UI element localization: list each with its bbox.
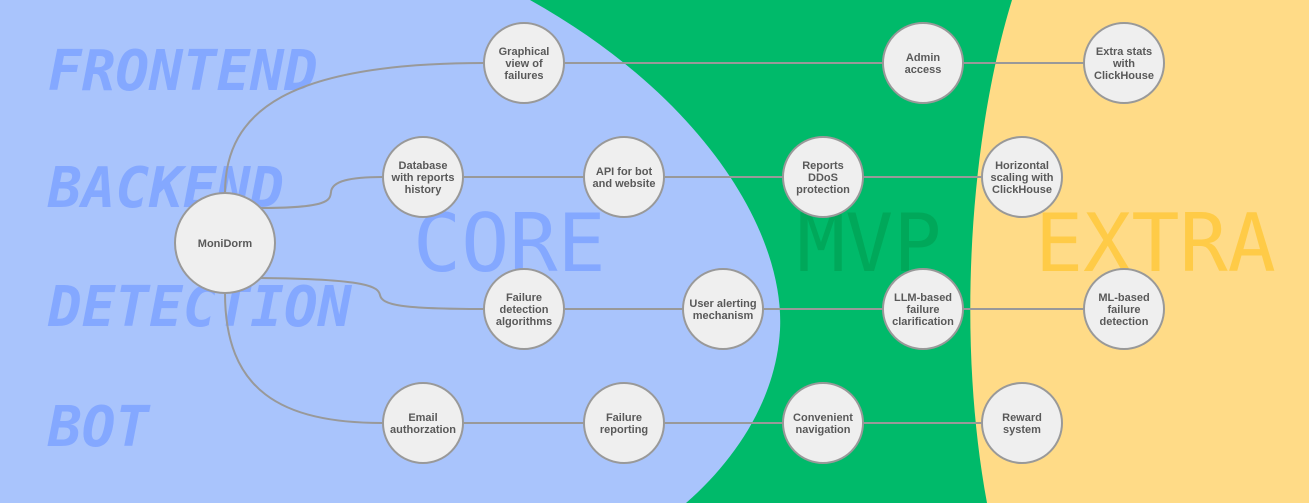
node-shape [583,136,665,218]
node-shape [382,136,464,218]
node-shape [882,22,964,104]
node-label-line: algorithms [496,316,552,328]
node-shape [782,382,864,464]
edge-root-backend [259,176,384,209]
node-label-line: User alerting [689,298,756,310]
node-label-line: ML-based [1098,292,1149,304]
node-label-line: Database [399,160,448,172]
node-label-line: and website [593,178,656,190]
node-label-line: access [905,64,942,76]
node-label-line: Horizontal [995,160,1049,172]
node-shape [882,268,964,350]
node-shape [1083,268,1165,350]
node-label-line: Failure [606,412,642,424]
core-region [0,0,781,503]
node-shape [483,22,565,104]
node-label-line: ClickHouse [992,184,1052,196]
edge-root-frontend [224,62,485,194]
node-label-line: detection [1100,316,1149,328]
node-label-line: system [1003,424,1041,436]
node-label-line: detection [500,304,549,316]
node-label-line: Extra stats [1096,46,1152,58]
lane-label-bot: BOT [47,395,151,460]
node-label-line: Reward [1002,412,1042,424]
node-label-line: Failure [506,292,542,304]
node-label-line: clarification [892,316,954,328]
node-label-line: scaling with [991,172,1054,184]
node-label-line: with reports [391,172,455,184]
edge-root-detection [259,277,485,310]
node-label-line: mechanism [693,310,754,322]
edge-root-bot [224,292,384,424]
node-label-line: failures [504,70,543,82]
node-shape [382,382,464,464]
node-label-line: authorzation [390,424,456,436]
node-label-line: with [1112,58,1135,70]
node-label-line: Admin [906,52,941,64]
node-label-line: ClickHouse [1094,70,1154,82]
node-label-line: DDoS [808,172,838,184]
node-label-line: protection [796,184,850,196]
node-label-line: Reports [802,160,844,172]
node-shape [174,192,276,294]
node-shape [782,136,864,218]
lane-label-frontend: FRONTEND [48,39,318,104]
node-label-line: history [405,184,443,196]
node-label-line: failure [1107,304,1140,316]
node-label-line: MoniDorm [198,238,253,250]
edges [224,62,1084,424]
node-shape [583,382,665,464]
node-label-line: API for bot [596,166,653,178]
node-label-line: Graphical [499,46,550,58]
node-root[interactable]: MoniDorm [174,192,276,294]
node-shape [981,382,1063,464]
node-shape [483,268,565,350]
node-label-line: Email [408,412,437,424]
node-shape [981,136,1063,218]
node-label-line: view of [505,58,543,70]
node-label-line: LLM-based [894,292,952,304]
node-shape [1083,22,1165,104]
node-shape [682,268,764,350]
node-label-line: reporting [600,424,648,436]
zone-label-extra: EXTRA [1035,197,1276,290]
node-label-line: Convenient [793,412,853,424]
node-label-line: navigation [795,424,850,436]
node-label-line: failure [906,304,939,316]
